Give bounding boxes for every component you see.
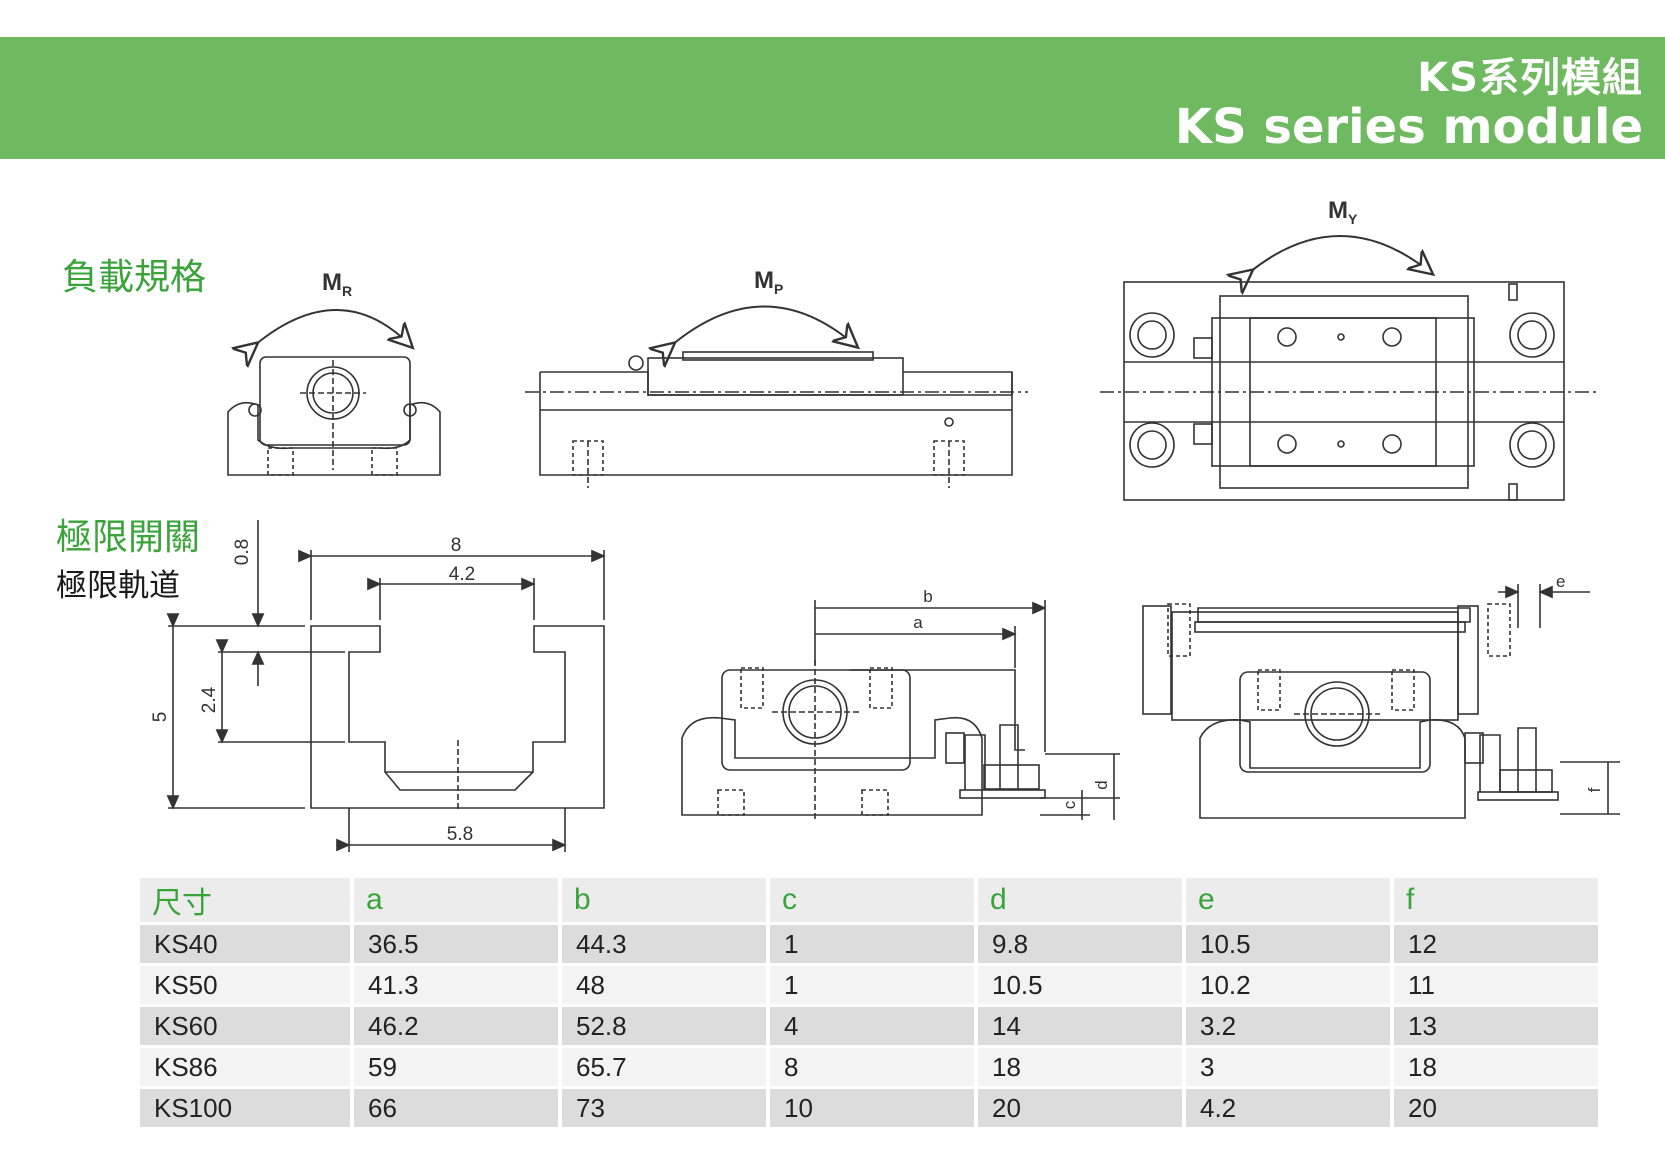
section-limit-rail: 極限軌道 <box>56 568 180 604</box>
cell-b: 73 <box>560 1086 770 1127</box>
cell-a: 41.3 <box>352 963 562 1006</box>
cell-b: 44.3 <box>560 922 770 965</box>
cell-model: KS86 <box>140 1045 354 1088</box>
cell-d: 20 <box>976 1086 1186 1127</box>
cell-f: 18 <box>1392 1045 1602 1088</box>
section-load-spec: 負載規格 <box>62 257 207 298</box>
title-en: KS series module <box>1174 99 1643 155</box>
cell-e: 4.2 <box>1184 1086 1394 1127</box>
table-row: KS86 59 65.7 8 18 3 18 <box>140 1045 1602 1088</box>
cell-f: 13 <box>1392 1004 1602 1047</box>
cell-a: 66 <box>352 1086 562 1127</box>
header-b: b <box>560 878 770 924</box>
rail-bottom-label: 5.8 <box>447 824 473 845</box>
header-a: a <box>352 878 562 924</box>
my-diagram: M Y <box>1100 197 1600 501</box>
my-label: M <box>1328 197 1348 224</box>
cell-f: 12 <box>1392 922 1602 965</box>
limit-switch-diagram-left: b a c d <box>681 587 1120 820</box>
banner-title: KS系列模組 KS series module <box>1175 55 1643 153</box>
cell-b: 65.7 <box>560 1045 770 1088</box>
dim-d-label: d <box>1092 780 1111 789</box>
cell-d: 9.8 <box>976 922 1186 965</box>
cell-c: 1 <box>768 963 978 1006</box>
mp-diagram: M P <box>525 267 1028 488</box>
mp-sub: P <box>774 281 783 297</box>
cell-d: 14 <box>976 1004 1186 1047</box>
header-banner: KS系列模組 KS series module <box>0 37 1665 159</box>
rail-lip-label: 0.8 <box>232 539 253 565</box>
spec-table: 尺寸 a b c d e f KS40 36.5 44.3 1 9.8 10.5… <box>140 878 1602 1127</box>
cell-model: KS50 <box>140 963 354 1006</box>
cell-e: 3.2 <box>1184 1004 1394 1047</box>
dim-a-label-left: a <box>913 613 923 632</box>
cell-model: KS60 <box>140 1004 354 1047</box>
rail-slot-label: 2.4 <box>199 686 220 713</box>
header-d: d <box>976 878 1186 924</box>
table-row: KS40 36.5 44.3 1 9.8 10.5 12 <box>140 922 1602 965</box>
dim-b-label-left: b <box>923 587 932 606</box>
header-c: c <box>768 878 978 924</box>
table-header-row: 尺寸 a b c d e f <box>140 878 1602 924</box>
table-row: KS60 46.2 52.8 4 14 3.2 13 <box>140 1004 1602 1047</box>
cell-a: 36.5 <box>352 922 562 965</box>
title-zh: KS系列模組 <box>1417 55 1643 101</box>
cell-c: 8 <box>768 1045 978 1088</box>
limit-rail-diagram: 8 4.2 5.8 5 2.4 0.8 <box>150 520 606 852</box>
cell-c: 1 <box>768 922 978 965</box>
cell-a: 46.2 <box>352 1004 562 1047</box>
mr-label: M <box>322 269 342 296</box>
cell-f: 11 <box>1392 963 1602 1006</box>
rail-inner-label: 4.2 <box>449 564 475 585</box>
dim-f-label: f <box>1585 787 1604 792</box>
cell-f: 20 <box>1392 1086 1602 1127</box>
rail-height-label: 5 <box>150 712 171 723</box>
table-row: KS100 66 73 10 20 4.2 20 <box>140 1086 1602 1127</box>
cell-c: 10 <box>768 1086 978 1127</box>
cell-e: 3 <box>1184 1045 1394 1088</box>
cell-d: 10.5 <box>976 963 1186 1006</box>
dim-c-label: c <box>1060 800 1079 809</box>
rail-width-label: 8 <box>451 535 462 556</box>
dim-e-label: e <box>1556 572 1565 591</box>
limit-switch-diagram-right: e f <box>1142 572 1620 819</box>
mr-sub: R <box>342 283 352 299</box>
cell-model: KS40 <box>140 922 354 965</box>
cell-e: 10.5 <box>1184 922 1394 965</box>
cell-d: 18 <box>976 1045 1186 1088</box>
cell-c: 4 <box>768 1004 978 1047</box>
cell-b: 52.8 <box>560 1004 770 1047</box>
mp-label: M <box>754 267 774 294</box>
my-sub: Y <box>1348 211 1358 227</box>
header-size: 尺寸 <box>140 878 354 924</box>
table-row: KS50 41.3 48 1 10.5 10.2 11 <box>140 963 1602 1006</box>
cell-a: 59 <box>352 1045 562 1088</box>
cell-model: KS100 <box>140 1086 354 1127</box>
mr-diagram: M R <box>227 269 441 476</box>
cell-e: 10.2 <box>1184 963 1394 1006</box>
header-f: f <box>1392 878 1602 924</box>
header-e: e <box>1184 878 1394 924</box>
cell-b: 48 <box>560 963 770 1006</box>
technical-drawings: M R M P M Y <box>150 197 1620 852</box>
section-limit-switch: 極限開關 <box>56 517 201 558</box>
